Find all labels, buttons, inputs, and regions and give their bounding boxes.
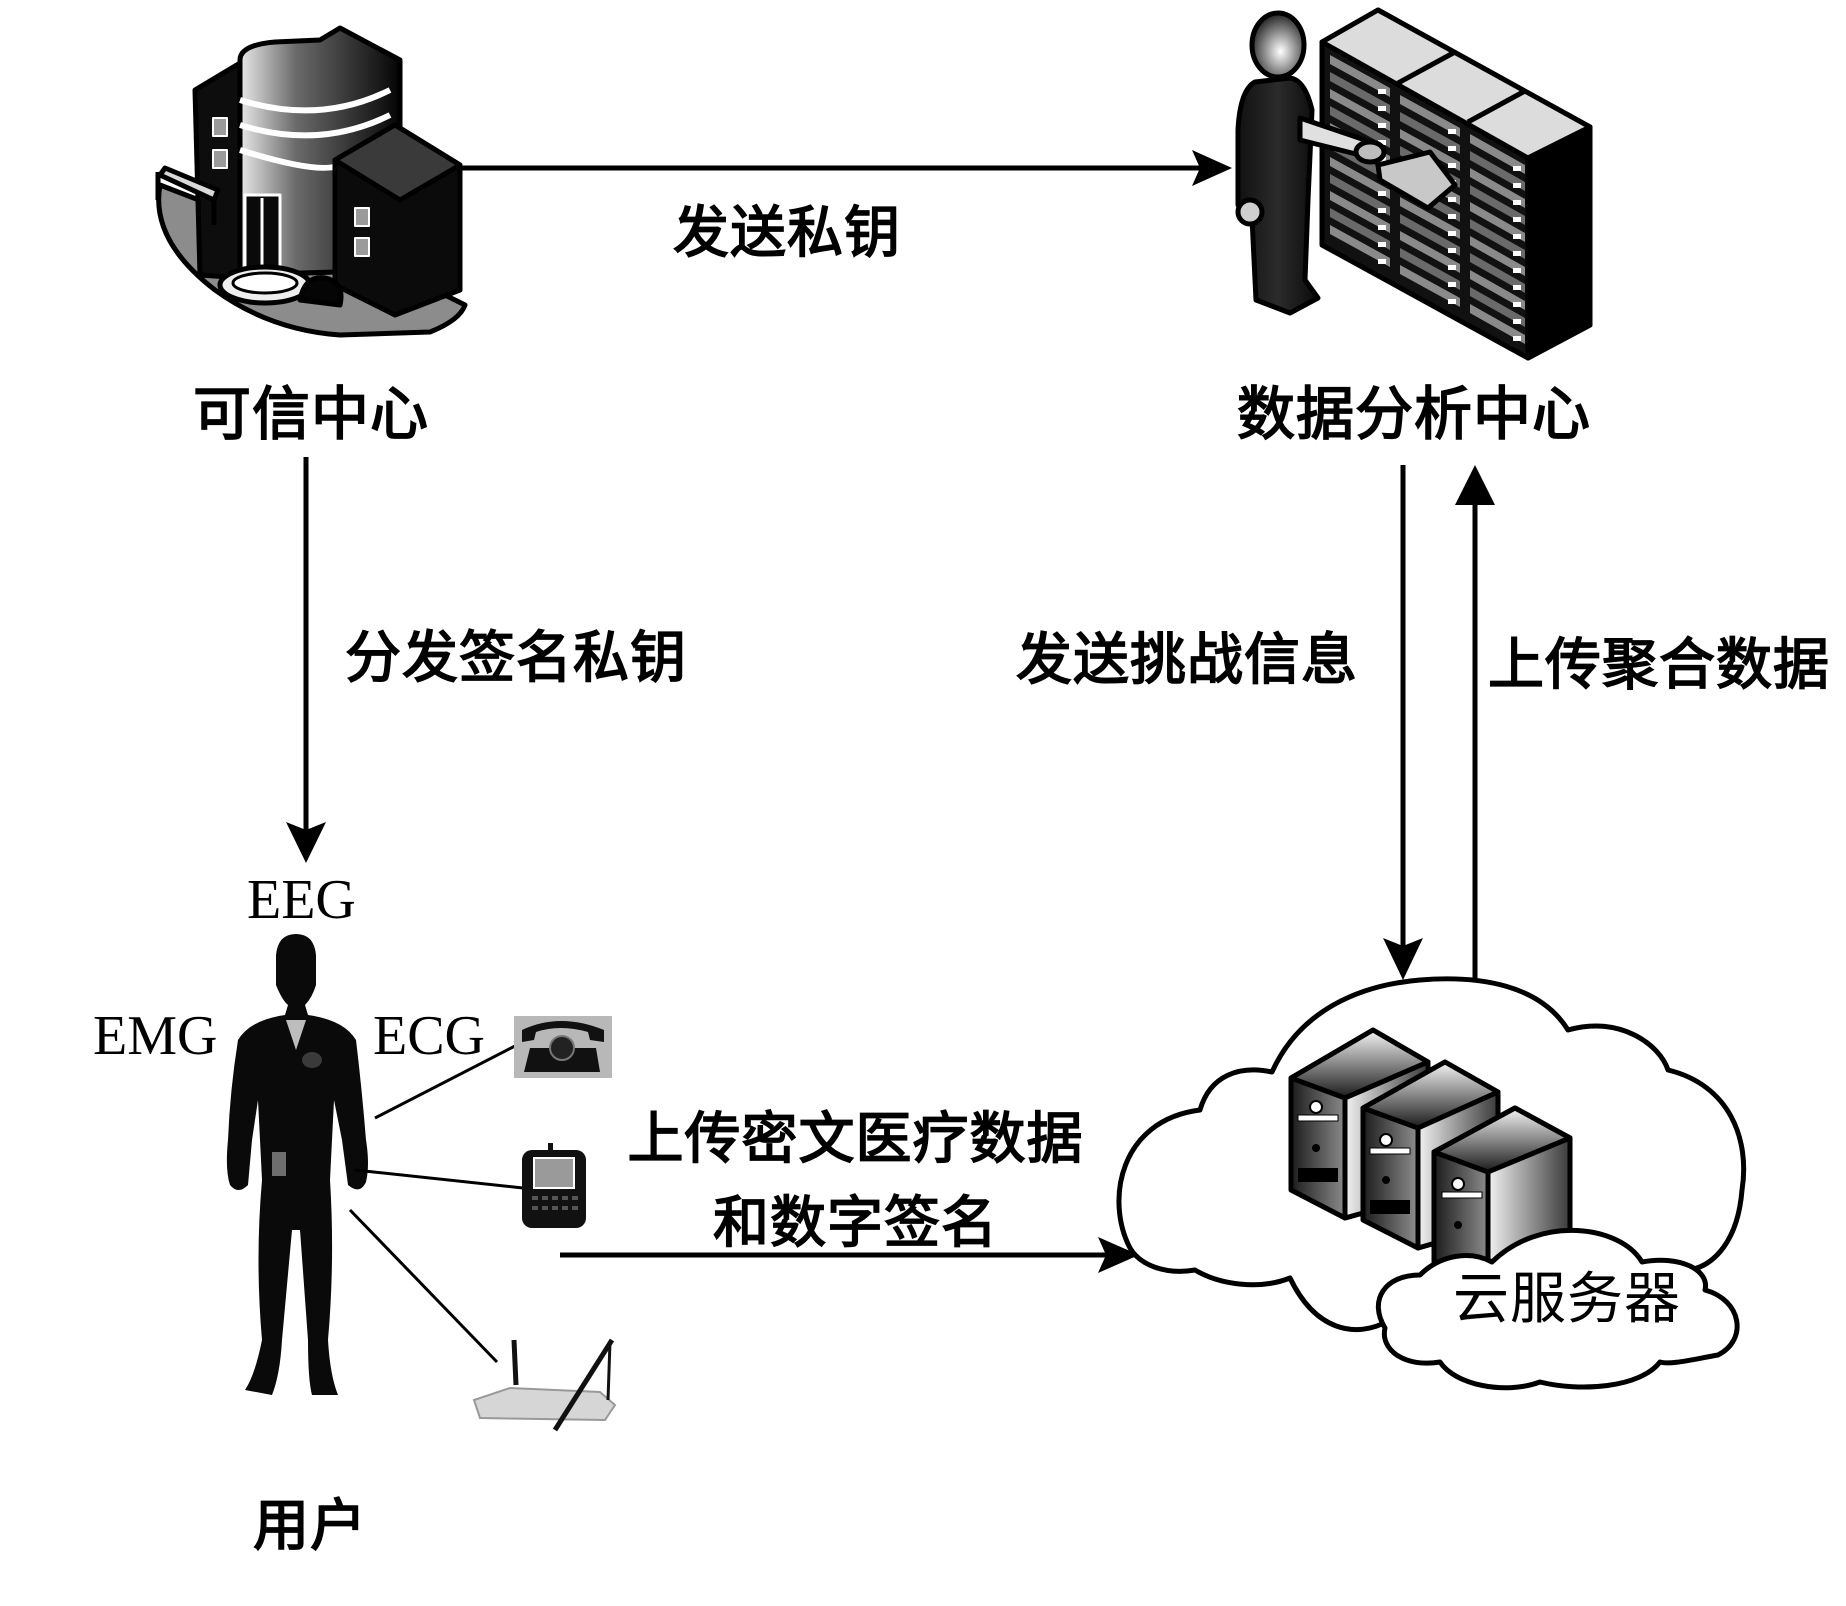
- rack-drawer-led: [1378, 191, 1386, 196]
- rack-drawer: [1470, 287, 1525, 327]
- rack-drawer: [1400, 265, 1460, 307]
- rack-drawer-led: [1513, 183, 1521, 188]
- rack-drawer: [1470, 134, 1525, 174]
- rack-drawer: [1330, 174, 1390, 216]
- edge-label-send-private-key: 发送私钥: [673, 200, 901, 266]
- rack-drawer: [1330, 106, 1390, 148]
- rack-drawer: [1470, 185, 1525, 225]
- rack-drawer-led: [1448, 248, 1456, 253]
- sensor-label-ecg: ECG: [373, 1005, 485, 1067]
- rack-drawer: [1330, 191, 1390, 233]
- edge-label-send-challenge: 发送挑战信息: [1016, 627, 1358, 693]
- smartphone-icon: [522, 1143, 586, 1228]
- rack-drawer-led: [1513, 285, 1521, 290]
- rack-drawer: [1400, 112, 1460, 154]
- rack-drawer-led: [1448, 197, 1456, 202]
- rack-drawer-led: [1513, 268, 1521, 273]
- rack-drawer-led: [1513, 200, 1521, 205]
- rack-drawer-led: [1448, 214, 1456, 219]
- rack-drawer-led: [1513, 251, 1521, 256]
- rack-drawer: [1470, 202, 1525, 242]
- wireless-router-icon: [472, 1338, 617, 1432]
- rack-drawer-led: [1513, 336, 1521, 341]
- rack-drawer: [1330, 72, 1390, 114]
- rack-drawer-led: [1448, 299, 1456, 304]
- rack-drawer-led: [1513, 166, 1521, 171]
- rack-drawer-led: [1378, 106, 1386, 111]
- rack-drawer: [1470, 236, 1525, 276]
- rack-drawer-led: [1448, 129, 1456, 134]
- rack-drawer: [1400, 214, 1460, 256]
- rack-drawer: [1330, 55, 1390, 97]
- rack-drawer-led: [1378, 89, 1386, 94]
- rack-drawer-led: [1513, 234, 1521, 239]
- rack-drawer: [1470, 304, 1525, 344]
- rack-drawer-led: [1378, 208, 1386, 213]
- rack-drawer-led: [1378, 225, 1386, 230]
- data-analysis-center-label: 数据分析中心: [1237, 380, 1592, 448]
- rack-drawer: [1470, 151, 1525, 191]
- arrow-send-private-key: [457, 150, 1232, 186]
- human-body-icon: [226, 934, 368, 1395]
- rack-drawer-led: [1378, 140, 1386, 145]
- operator-with-server-racks-icon: [1235, 7, 1593, 361]
- rack-drawer: [1400, 231, 1460, 273]
- rack-drawers: [1330, 55, 1525, 344]
- rack-drawer-led: [1513, 319, 1521, 324]
- rack-drawer-led: [1378, 259, 1386, 264]
- arrow-distribute-signing-key: [286, 457, 326, 863]
- rack-drawer: [1400, 95, 1460, 137]
- rack-drawer-led: [1448, 146, 1456, 151]
- trusted-center-label: 可信中心: [193, 380, 430, 448]
- device-links: [348, 1044, 524, 1364]
- rack-drawer-led: [1378, 123, 1386, 128]
- rack-drawer: [1400, 197, 1460, 239]
- edge-label-upload-encrypted-data: 上传密文医疗数据 和数字签名: [618, 1097, 1093, 1265]
- arrow-send-challenge: [1383, 465, 1423, 980]
- rack-drawer: [1330, 225, 1390, 267]
- rack-drawer-led: [1378, 242, 1386, 247]
- arrow-upload-aggregated-data: [1455, 465, 1495, 978]
- rack-drawer-led: [1448, 163, 1456, 168]
- edge-label-upload-aggregated-data: 上传聚合数据: [1488, 632, 1830, 698]
- telephone-icon: [514, 1016, 612, 1078]
- cloud-label-bubble: [1375, 1228, 1740, 1391]
- user-label: 用户: [253, 1493, 367, 1559]
- rack-drawer: [1470, 253, 1525, 293]
- cloud-server-label: 云服务器: [1453, 1267, 1681, 1332]
- rack-drawer-led: [1448, 231, 1456, 236]
- rack-drawer: [1470, 168, 1525, 208]
- rack-drawer: [1470, 219, 1525, 259]
- rack-drawer: [1330, 157, 1390, 199]
- rack-drawer-led: [1513, 217, 1521, 222]
- rack-drawer: [1330, 89, 1390, 131]
- rack-drawer: [1330, 208, 1390, 250]
- office-building-icon: [155, 25, 468, 338]
- rack-drawer: [1470, 270, 1525, 310]
- arrow-upload-encrypted-data: [560, 1237, 1139, 1273]
- sensor-label-emg: EMG: [93, 1005, 218, 1067]
- rack-drawer: [1400, 248, 1460, 290]
- arrows: [286, 150, 1495, 1273]
- rack-drawer-led: [1448, 265, 1456, 270]
- edge-label-line-1: 上传密文医疗数据: [627, 1106, 1084, 1172]
- sensor-label-eeg: EEG: [247, 869, 356, 931]
- edge-label-distribute-signing-key: 分发签名私钥: [345, 625, 687, 691]
- rack-drawer-led: [1513, 302, 1521, 307]
- rack-drawer-led: [1448, 282, 1456, 287]
- edge-label-line-2: 和数字签名: [713, 1190, 998, 1256]
